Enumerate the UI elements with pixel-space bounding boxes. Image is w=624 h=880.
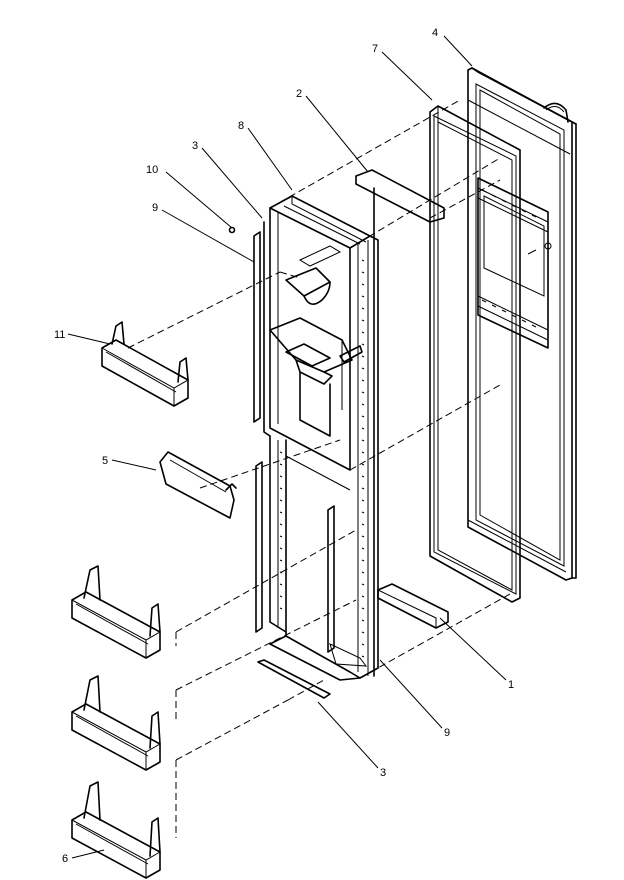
callout-8: 8 [238, 120, 244, 132]
callout-9-left: 9 [152, 202, 158, 214]
shelf-bin-lower-2 [71, 675, 161, 771]
shelf-bin-lower-1 [71, 565, 161, 659]
door-liner [263, 195, 379, 681]
callout-2: 2 [296, 88, 302, 100]
shelf-bin-6 [71, 781, 161, 879]
callout-1: 1 [508, 679, 514, 691]
callouts: 4 7 2 8 3 10 9 11 5 1 9 3 6 [54, 27, 514, 865]
callout-3-bottom: 3 [380, 767, 386, 779]
shelf-bin-5 [159, 451, 237, 519]
callout-10: 10 [146, 164, 158, 176]
callout-3-top: 3 [192, 140, 198, 152]
callout-5: 5 [102, 455, 108, 467]
breaker-strip-top [355, 169, 445, 677]
callout-7: 7 [372, 43, 378, 55]
callout-6: 6 [62, 853, 68, 865]
trim-strips [253, 231, 335, 699]
leader-lines [67, 35, 507, 859]
callout-4: 4 [432, 27, 438, 39]
callout-9-right: 9 [444, 727, 450, 739]
door-gasket [429, 105, 521, 603]
panel-screw [527, 242, 552, 255]
shelf-bin-11 [101, 321, 189, 407]
outer-door-panel [467, 67, 577, 581]
assembly-lines [127, 99, 511, 838]
callout-11: 11 [54, 329, 65, 341]
breaker-strip-bottom [377, 583, 449, 629]
screw-part-10 [228, 226, 236, 234]
